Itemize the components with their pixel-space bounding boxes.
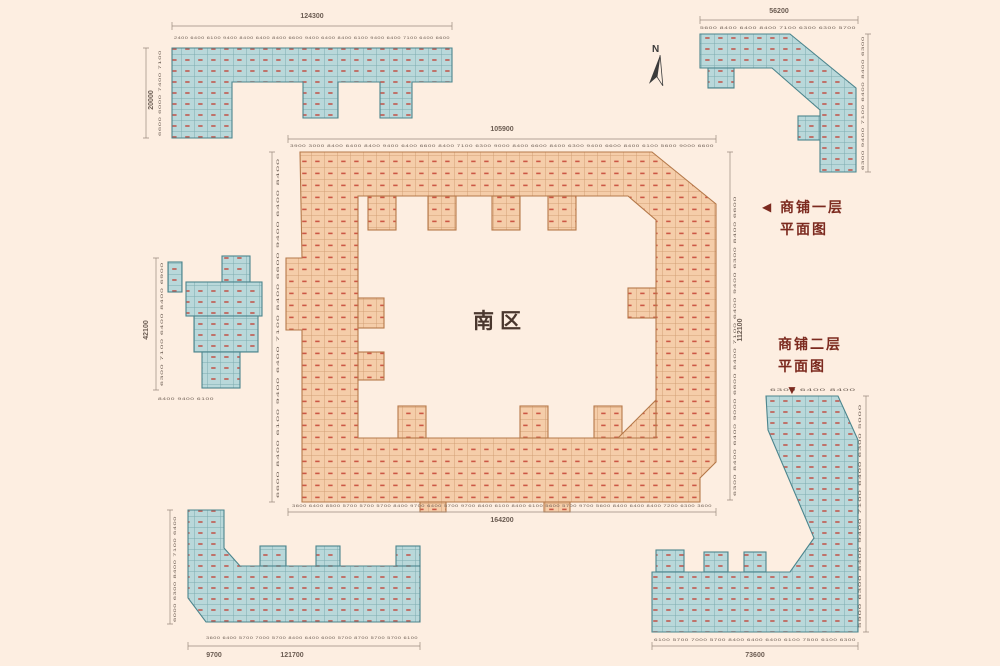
building-southwest-outline xyxy=(187,509,421,623)
legend-first-floor-line1: 商铺一层 xyxy=(780,199,844,215)
dim-subtotal-southwest: 9700 xyxy=(206,652,222,659)
building-west-block xyxy=(201,351,241,389)
building-west-block xyxy=(167,261,183,293)
dim-segments-center-right: 6300 8400 6400 9000 6600 8400 7100 6400 … xyxy=(733,196,737,496)
building-southwest xyxy=(187,509,421,623)
building-north-strip xyxy=(171,47,453,139)
building-southeast-outline xyxy=(651,395,859,633)
dim-segments-center-left: 6600 8400 6100 9400 6400 7100 8400 6600 … xyxy=(276,158,280,498)
dim-line-northeast-right xyxy=(865,33,871,173)
dim-line-northeast-top xyxy=(699,16,859,24)
stair-tower xyxy=(797,115,821,141)
stair-tower xyxy=(357,297,385,329)
building-west xyxy=(167,255,263,389)
north-needle-light xyxy=(656,55,664,87)
legend-second-floor-line1: 商铺二层 xyxy=(778,336,842,352)
legend-first-floor-line2: 平面图 xyxy=(780,221,828,237)
dim-line-center-left xyxy=(269,151,275,503)
building-west-block xyxy=(185,281,263,317)
dim-line-center-top xyxy=(287,135,717,143)
building-center-ring xyxy=(285,151,717,513)
dim-line-north-strip-left xyxy=(143,47,149,139)
north-label: N xyxy=(652,44,659,55)
building-west-block xyxy=(193,315,259,353)
dim-total-northeast: 56200 xyxy=(769,8,789,15)
dim-total-north-strip: 124300 xyxy=(300,13,323,20)
stair-tower xyxy=(593,405,623,439)
dim-line-center-right xyxy=(727,151,733,501)
dim-line-southwest-bottom xyxy=(187,642,421,650)
dim-line-west-left xyxy=(153,257,159,391)
dim-total-center-bottom: 164200 xyxy=(490,517,513,524)
stair-tower xyxy=(707,67,735,89)
stair-tower xyxy=(395,545,421,567)
building-center-outline xyxy=(285,151,717,503)
building-west-block xyxy=(221,255,251,283)
dim-segments-southeast-right: 5900 6300 8400 9400 7100 6400 6300 5000 xyxy=(858,404,862,628)
dim-line-southeast-right xyxy=(863,395,869,633)
legend-first-floor-arrow-icon: ◀ xyxy=(762,200,772,214)
stair-tower xyxy=(491,195,521,231)
dim-total-southwest: 121700 xyxy=(280,652,303,659)
dim-total-north-strip-left: 20000 xyxy=(148,90,155,110)
stair-tower xyxy=(259,545,287,567)
dim-segments-northeast: 5600 8400 6400 8400 7100 6300 6300 5700 xyxy=(700,26,856,30)
stair-tower xyxy=(627,287,657,319)
dim-line-center-bottom xyxy=(287,508,717,516)
north-arrow-icon xyxy=(648,55,664,87)
legend-second-floor-arrow-icon: ▼ xyxy=(786,383,798,397)
stair-tower xyxy=(357,351,385,381)
building-southeast xyxy=(651,395,859,633)
stair-tower xyxy=(655,549,685,573)
dim-segments-southeast-top: 6300 6400 8400 xyxy=(770,388,856,392)
stair-tower xyxy=(547,195,577,231)
dim-segments-north-strip-left: 6600 6000 7400 7100 xyxy=(158,50,162,136)
legend-second-floor-line2: 平面图 xyxy=(778,358,826,374)
stair-tower xyxy=(315,545,341,567)
dim-line-southeast-bottom xyxy=(651,642,859,650)
dim-segments-north-strip: 2400 6400 6100 9400 8400 6400 8400 6600 … xyxy=(174,36,450,40)
building-northeast-corner xyxy=(699,33,857,173)
building-northeast-outline xyxy=(699,33,857,173)
dim-segments-west: 6300 7100 6400 8400 6900 xyxy=(160,262,164,386)
dim-segments-west-bottom: 8400 9400 6100 xyxy=(158,397,214,401)
dim-segments-center-top: 3900 3000 8400 6400 8400 9400 6400 6600 … xyxy=(290,144,714,148)
stair-tower xyxy=(519,405,549,439)
area-label: 南区 xyxy=(473,309,527,333)
dim-total-southeast: 73600 xyxy=(745,652,765,659)
stair-tower xyxy=(427,195,457,231)
stair-tower xyxy=(703,551,729,573)
dim-total-center-top: 105900 xyxy=(490,126,513,133)
stair-tower xyxy=(397,405,427,439)
dim-total-center-right: 112100 xyxy=(737,318,744,341)
dim-line-north-strip-top xyxy=(171,22,453,30)
dim-segments-northeast-right: 6300 9400 7100 6400 8400 6300 xyxy=(861,36,865,170)
corner-wing xyxy=(616,398,657,439)
dim-total-west: 42100 xyxy=(143,320,150,340)
dim-segments-southwest: 3600 6400 5700 7000 5700 8400 6400 6000 … xyxy=(206,636,418,640)
stair-tower xyxy=(743,551,767,573)
dim-segments-center-bottom: 3600 6400 8500 5700 5700 5700 8400 9700 … xyxy=(292,504,712,508)
dim-segments-southwest-left: 6000 6300 8400 7100 6400 xyxy=(173,516,177,622)
dim-segments-southeast: 6100 5700 7000 5700 8400 6400 6400 6100 … xyxy=(654,638,856,642)
dim-line-southwest-left xyxy=(167,509,173,625)
stair-tower xyxy=(367,195,397,231)
